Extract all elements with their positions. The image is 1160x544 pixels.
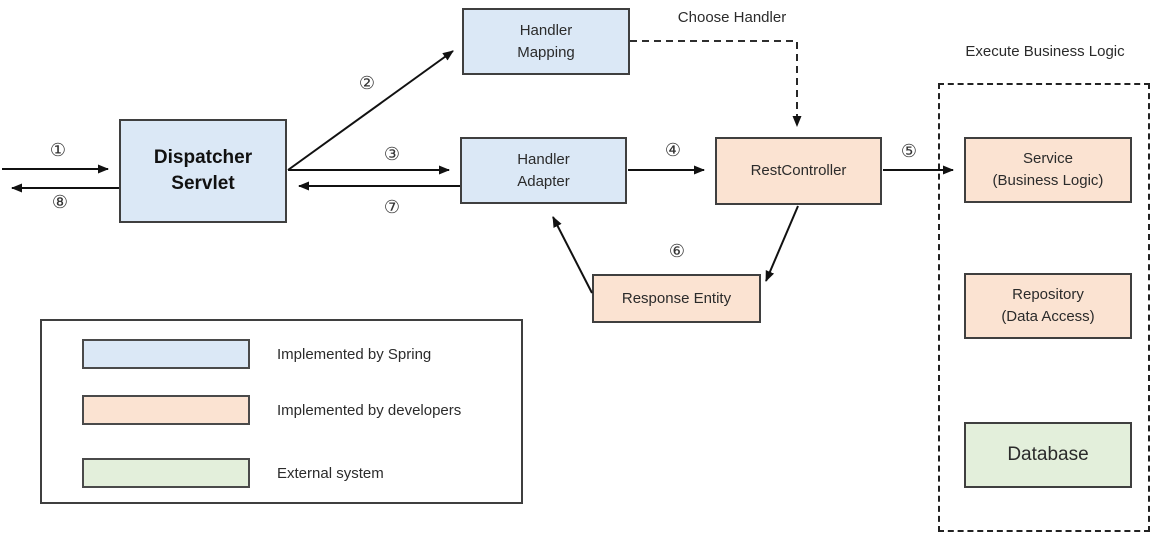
node-service: Service (Business Logic) bbox=[964, 137, 1132, 203]
step-4-badge: ④ bbox=[657, 140, 689, 161]
legend-label-external: External system bbox=[277, 465, 384, 482]
step-3-badge: ③ bbox=[376, 144, 408, 165]
arrow-step-6-to-handler-adapter bbox=[552, 216, 593, 294]
node-rest-controller: RestController bbox=[715, 137, 882, 205]
node-database: Database bbox=[964, 422, 1132, 488]
node-response-entity: Response Entity bbox=[592, 274, 761, 323]
node-dispatcher-servlet: Dispatcher Servlet bbox=[119, 119, 287, 223]
execute-business-logic-group bbox=[938, 83, 1150, 532]
arrow-step-6-to-response-entity bbox=[765, 205, 799, 282]
node-handler-adapter: Handler Adapter bbox=[460, 137, 627, 204]
step-5-badge: ⑤ bbox=[893, 141, 925, 162]
node-handler-mapping: Handler Mapping bbox=[462, 8, 630, 75]
choose-handler-label: Choose Handler bbox=[677, 9, 787, 26]
dashed-arrow-choose-handler bbox=[630, 40, 802, 127]
step-2-badge: ② bbox=[351, 73, 383, 94]
legend-box: Implemented by Spring Implemented by dev… bbox=[40, 319, 523, 504]
step-8-badge: ⑧ bbox=[44, 192, 76, 213]
execute-business-logic-label: Execute Business Logic bbox=[965, 43, 1125, 60]
step-7-badge: ⑦ bbox=[376, 197, 408, 218]
arrow-step-2-to-handler-mapping bbox=[287, 50, 454, 171]
legend-label-developers: Implemented by developers bbox=[277, 402, 462, 419]
step-6-badge: ⑥ bbox=[661, 241, 693, 262]
legend-swatch-external bbox=[82, 458, 250, 488]
legend-label-spring: Implemented by Spring bbox=[277, 346, 432, 363]
step-1-badge: ① bbox=[42, 140, 74, 161]
legend-swatch-developers bbox=[82, 395, 250, 425]
legend-swatch-spring bbox=[82, 339, 250, 369]
node-repository: Repository (Data Access) bbox=[964, 273, 1132, 339]
